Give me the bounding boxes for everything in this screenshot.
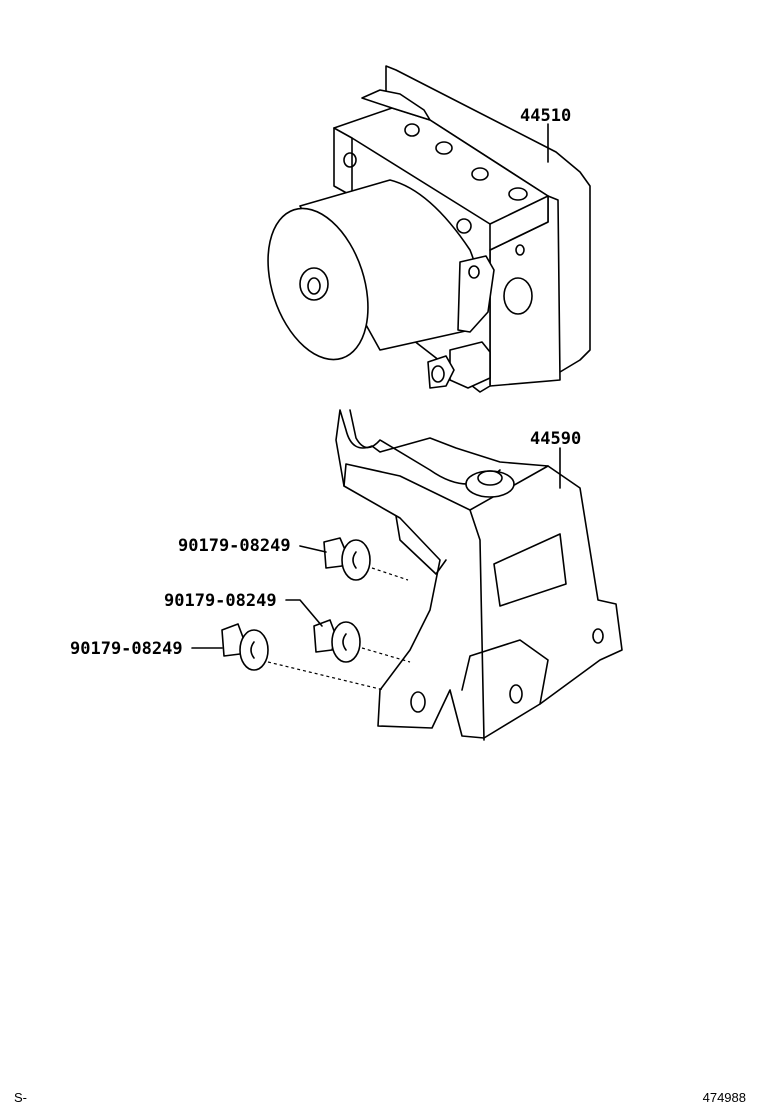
part-label-bolt-1: 90179-08249 <box>178 536 291 556</box>
leader-lines <box>191 123 561 649</box>
abs-actuator-illustration <box>267 65 591 393</box>
part-label-bolt-2: 90179-08249 <box>164 591 277 611</box>
bolt-illustration-3 <box>221 623 269 671</box>
footer-right-code: 474988 <box>702 1090 746 1105</box>
alignment-lines <box>267 567 411 691</box>
bolt-illustration-2 <box>313 619 361 663</box>
part-label-44510: 44510 <box>520 106 571 126</box>
bolt-illustration-1 <box>323 537 371 581</box>
part-label-44590: 44590 <box>530 429 581 449</box>
footer-left-code: S- <box>14 1090 27 1105</box>
bracket-illustration <box>335 409 623 741</box>
part-label-bolt-3: 90179-08249 <box>70 639 183 659</box>
